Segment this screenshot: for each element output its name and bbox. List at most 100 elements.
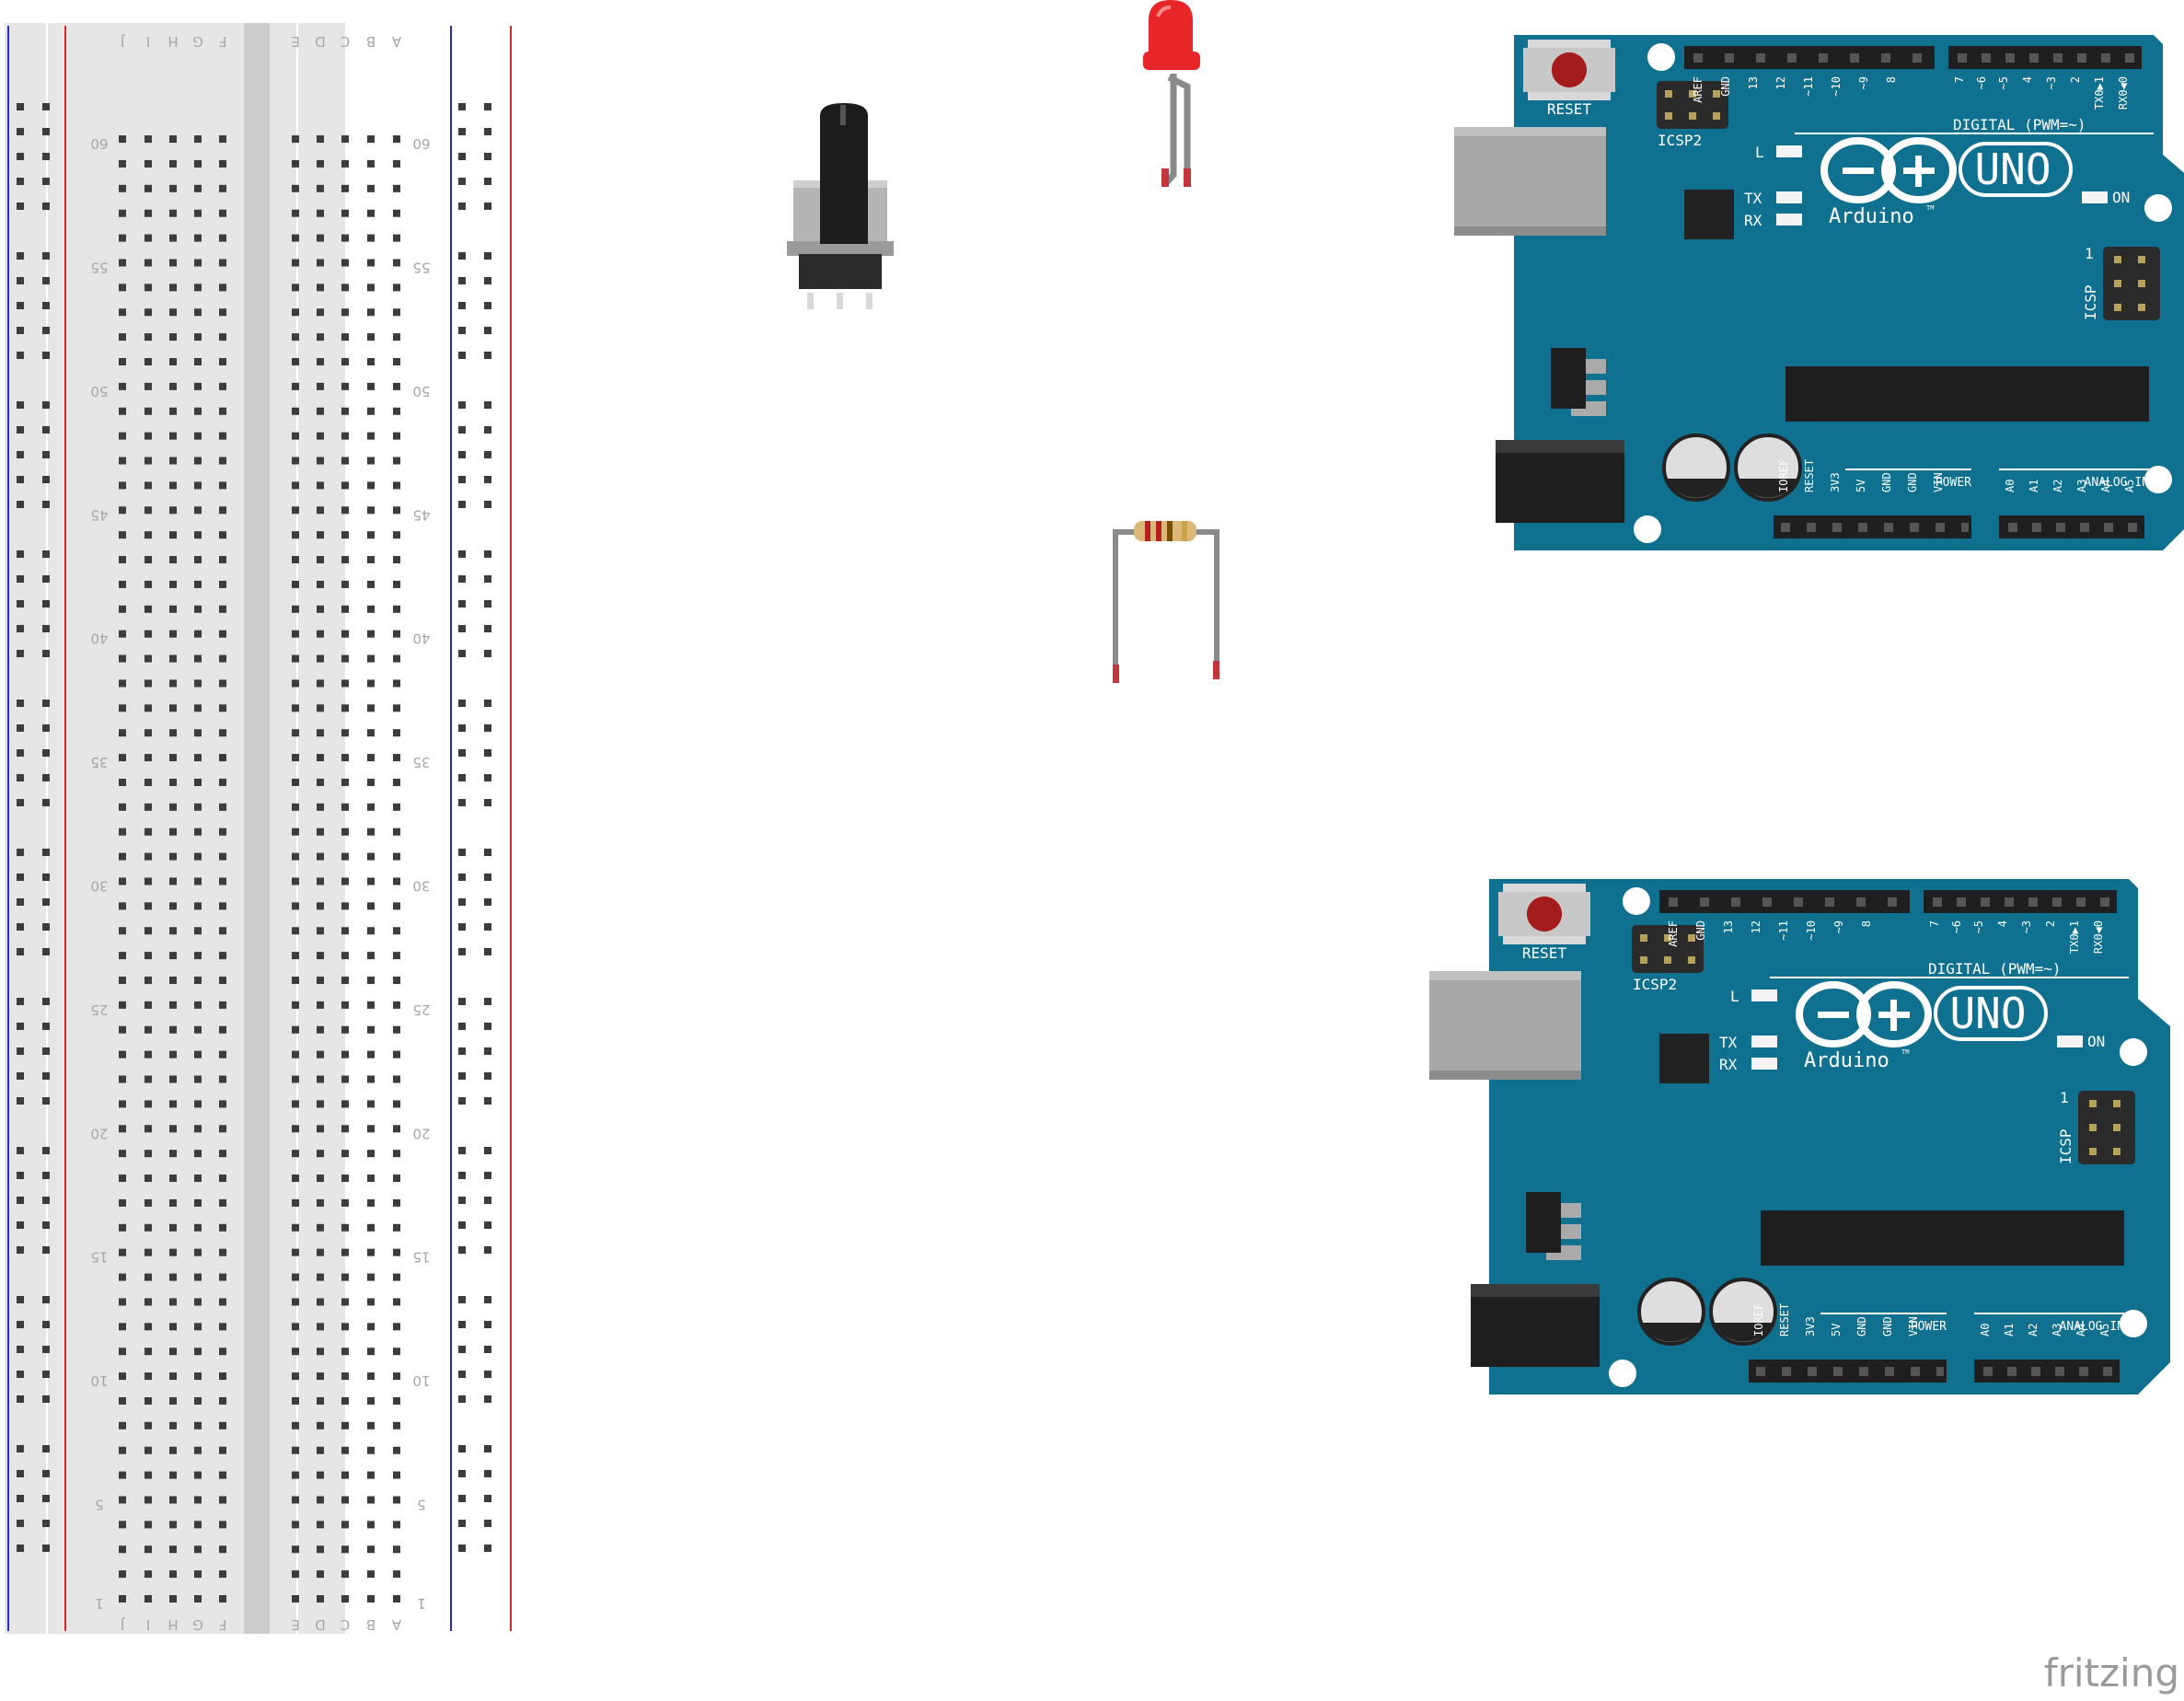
breadboard-hole[interactable]: [169, 1471, 177, 1479]
breadboard-hole[interactable]: [119, 1125, 126, 1133]
rail-hole[interactable]: [484, 550, 491, 558]
breadboard-hole[interactable]: [219, 135, 226, 144]
breadboard-hole[interactable]: [169, 159, 177, 168]
breadboard-hole[interactable]: [144, 1050, 152, 1059]
breadboard-hole[interactable]: [144, 1348, 152, 1356]
breadboard-hole[interactable]: [367, 654, 375, 663]
breadboard-hole[interactable]: [144, 952, 152, 960]
breadboard-hole[interactable]: [341, 1496, 349, 1504]
rail-hole[interactable]: [458, 1172, 466, 1179]
rail-hole[interactable]: [42, 1445, 50, 1452]
breadboard-hole[interactable]: [169, 1323, 177, 1331]
rail-hole[interactable]: [458, 327, 466, 334]
rail-hole[interactable]: [17, 451, 24, 458]
breadboard-hole[interactable]: [194, 1223, 202, 1232]
breadboard-hole[interactable]: [292, 877, 299, 885]
breadboard-hole[interactable]: [292, 1570, 299, 1579]
breadboard-hole[interactable]: [341, 259, 349, 267]
rail-hole[interactable]: [484, 128, 491, 135]
breadboard-hole[interactable]: [393, 1150, 400, 1158]
breadboard-hole[interactable]: [367, 556, 375, 564]
breadboard-hole[interactable]: [317, 827, 324, 836]
breadboard-hole[interactable]: [169, 580, 177, 588]
rail-hole[interactable]: [42, 1346, 50, 1353]
breadboard-hole[interactable]: [367, 308, 375, 317]
rail-hole[interactable]: [458, 476, 466, 483]
breadboard-hole[interactable]: [292, 605, 299, 613]
breadboard-hole[interactable]: [119, 1496, 126, 1504]
breadboard-hole[interactable]: [341, 977, 349, 984]
breadboard-hole[interactable]: [341, 654, 349, 663]
breadboard-hole[interactable]: [169, 1025, 177, 1034]
breadboard-hole[interactable]: [144, 382, 152, 390]
breadboard-hole[interactable]: [219, 209, 226, 217]
breadboard-hole[interactable]: [194, 259, 202, 267]
rail-hole[interactable]: [484, 948, 491, 955]
breadboard-hole[interactable]: [194, 1421, 202, 1429]
breadboard-hole[interactable]: [367, 1570, 375, 1579]
breadboard-hole[interactable]: [119, 506, 126, 515]
breadboard-hole[interactable]: [341, 1025, 349, 1034]
breadboard-hole[interactable]: [144, 159, 152, 168]
breadboard-hole[interactable]: [194, 1100, 202, 1108]
breadboard-hole[interactable]: [119, 1323, 126, 1331]
breadboard-hole[interactable]: [169, 1521, 177, 1529]
rail-hole[interactable]: [484, 1172, 491, 1179]
breadboard-hole[interactable]: [144, 877, 152, 885]
breadboard-hole[interactable]: [292, 778, 299, 786]
breadboard-hole[interactable]: [169, 457, 177, 465]
rail-hole[interactable]: [17, 1023, 24, 1030]
led-red[interactable]: [1143, 0, 1200, 187]
breadboard-hole[interactable]: [144, 432, 152, 440]
rail-hole[interactable]: [42, 352, 50, 359]
breadboard-hole[interactable]: [219, 1075, 226, 1083]
rail-hole[interactable]: [42, 849, 50, 856]
breadboard-hole[interactable]: [169, 1545, 177, 1554]
rail-hole[interactable]: [458, 1321, 466, 1328]
breadboard-hole[interactable]: [367, 1421, 375, 1429]
breadboard-hole[interactable]: [119, 284, 126, 292]
breadboard-hole[interactable]: [317, 1323, 324, 1331]
breadboard-hole[interactable]: [119, 977, 126, 984]
breadboard-hole[interactable]: [169, 308, 177, 317]
rail-hole[interactable]: [42, 625, 50, 632]
rail-hole[interactable]: [17, 749, 24, 757]
breadboard-hole[interactable]: [393, 952, 400, 960]
breadboard-hole[interactable]: [219, 1100, 226, 1108]
breadboard-hole[interactable]: [317, 1496, 324, 1504]
breadboard-hole[interactable]: [169, 1248, 177, 1256]
breadboard-hole[interactable]: [292, 977, 299, 984]
breadboard-hole[interactable]: [219, 1025, 226, 1034]
breadboard-hole[interactable]: [144, 679, 152, 688]
rail-hole[interactable]: [17, 1246, 24, 1254]
rail-hole[interactable]: [17, 1221, 24, 1229]
breadboard-hole[interactable]: [341, 457, 349, 465]
breadboard-hole[interactable]: [119, 630, 126, 638]
breadboard-hole[interactable]: [367, 1223, 375, 1232]
breadboard-hole[interactable]: [292, 679, 299, 688]
breadboard-hole[interactable]: [341, 902, 349, 910]
breadboard-hole[interactable]: [169, 333, 177, 341]
rail-hole[interactable]: [17, 1321, 24, 1328]
rail-hole[interactable]: [42, 178, 50, 185]
potentiometer-knob[interactable]: [820, 103, 868, 244]
breadboard-hole[interactable]: [317, 754, 324, 762]
breadboard-hole[interactable]: [317, 1075, 324, 1083]
breadboard-hole[interactable]: [317, 630, 324, 638]
breadboard-hole[interactable]: [317, 1348, 324, 1356]
rail-hole[interactable]: [458, 302, 466, 309]
breadboard-hole[interactable]: [119, 754, 126, 762]
rail-hole[interactable]: [42, 1172, 50, 1179]
breadboard-hole[interactable]: [194, 1372, 202, 1381]
breadboard-hole[interactable]: [144, 1323, 152, 1331]
breadboard-hole[interactable]: [341, 1150, 349, 1158]
rail-hole[interactable]: [458, 625, 466, 632]
breadboard-hole[interactable]: [219, 977, 226, 984]
breadboard-hole[interactable]: [219, 852, 226, 861]
rail-hole[interactable]: [458, 650, 466, 657]
breadboard-hole[interactable]: [219, 704, 226, 712]
breadboard-hole[interactable]: [367, 1323, 375, 1331]
rail-hole[interactable]: [458, 352, 466, 359]
breadboard-hole[interactable]: [219, 531, 226, 539]
breadboard-hole[interactable]: [169, 902, 177, 910]
